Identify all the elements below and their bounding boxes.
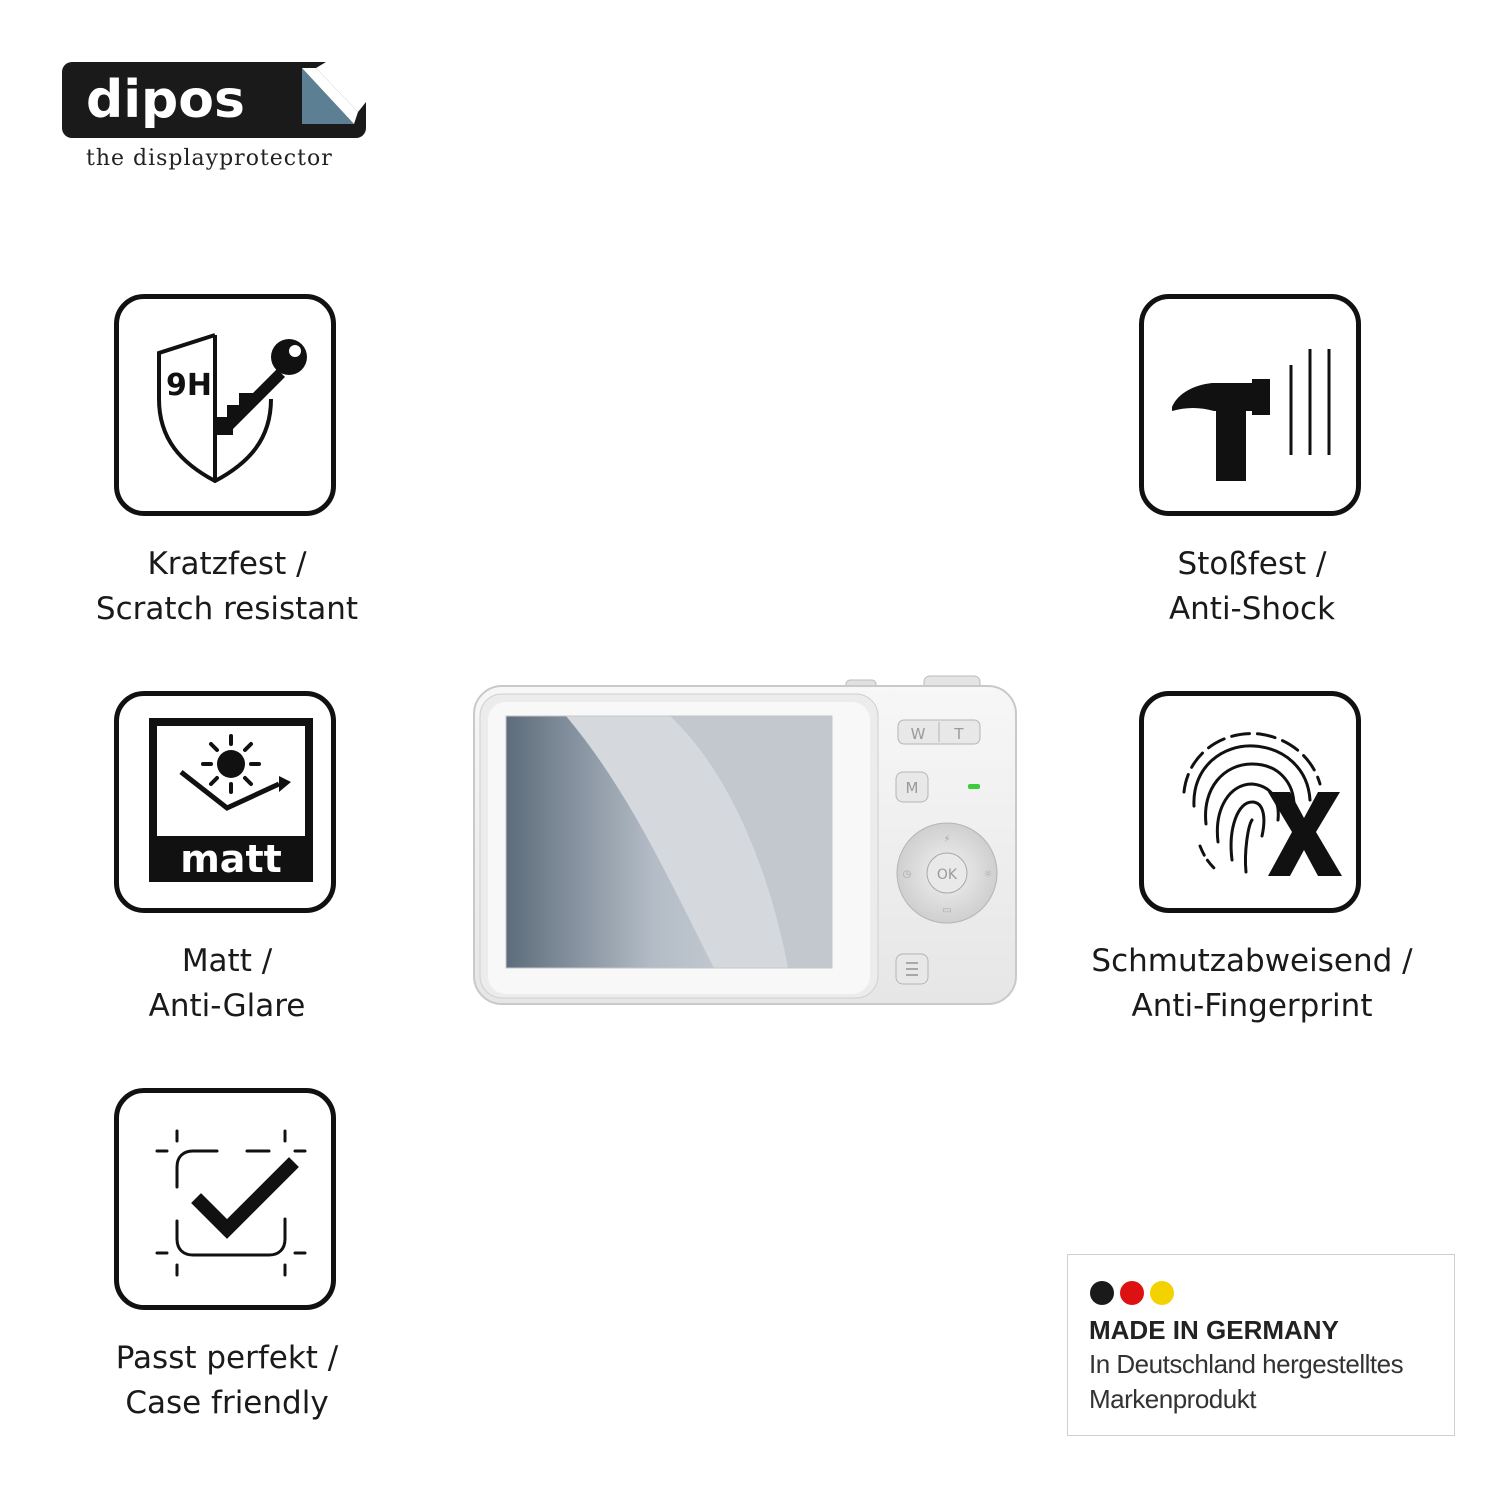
mode-button-label: M <box>906 779 919 797</box>
shield-9h-text: 9H <box>166 368 212 403</box>
svg-text:▭: ▭ <box>942 905 951 916</box>
anti-shock-tile <box>1139 294 1361 516</box>
scratch-resistant-label: Kratzfest / Scratch resistant <box>17 542 437 632</box>
badge-line-1: In Deutschland hergestelltes <box>1089 1349 1404 1379</box>
svg-text:◷: ◷ <box>903 869 912 880</box>
ok-button-label: OK <box>937 867 958 883</box>
badge-line-2: Markenprodukt <box>1089 1384 1256 1414</box>
shield-9h-key-icon: 9H <box>157 333 307 484</box>
made-in-germany-badge: MADE IN GERMANY In Deutschland hergestel… <box>1067 1254 1455 1436</box>
fingerprint-x-icon <box>1182 732 1342 876</box>
feature-label-de: Kratzfest / <box>147 546 307 582</box>
case-friendly-label: Passt perfekt / Case friendly <box>17 1336 437 1426</box>
flag-dot-red <box>1120 1281 1144 1305</box>
logo-box: dipos <box>62 62 366 138</box>
badge-title: MADE IN GERMANY <box>1089 1315 1339 1345</box>
feature-label-de: Passt perfekt / <box>115 1340 339 1376</box>
feature-label-en: Anti-Shock <box>1168 591 1336 627</box>
feature-label-en: Anti-Glare <box>148 988 306 1024</box>
anti-glare-label: Matt / Anti-Glare <box>17 939 437 1029</box>
brand-logo: dipos the displayprotector <box>62 62 368 171</box>
check-frame-icon <box>155 1129 307 1277</box>
feature-label-en: Scratch resistant <box>95 591 359 627</box>
case-friendly-tile <box>114 1088 336 1310</box>
feature-label-de: Matt / <box>181 943 273 979</box>
sun-matt-icon: matt <box>149 718 313 882</box>
status-led <box>968 784 980 789</box>
hammer-impact-icon <box>1172 349 1331 481</box>
logo-wordmark: dipos <box>86 70 245 130</box>
svg-text:☼: ☼ <box>984 869 993 880</box>
zoom-t-label: T <box>953 725 964 743</box>
anti-fingerprint-tile <box>1139 691 1361 913</box>
zoom-w-label: W <box>911 725 926 743</box>
feature-label-de: Schmutzabweisend / <box>1091 943 1413 979</box>
feature-label-en: Case friendly <box>125 1385 329 1421</box>
scratch-resistant-tile: 9H <box>114 294 336 516</box>
svg-text:⚡: ⚡ <box>943 834 950 845</box>
anti-glare-tile: matt <box>114 691 336 913</box>
camera-image: W T M OK ⚡ ▭ ◷ ☼ <box>473 675 1017 1005</box>
feature-label-de: Stoßfest / <box>1177 546 1327 582</box>
peel-corner-icon <box>302 62 366 124</box>
feature-label-en: Anti-Fingerprint <box>1131 988 1373 1024</box>
anti-shock-label: Stoßfest / Anti-Shock <box>1042 542 1462 632</box>
anti-fingerprint-label: Schmutzabweisend / Anti-Fingerprint <box>1042 939 1462 1029</box>
flag-dot-black <box>1090 1281 1114 1305</box>
matt-text: matt <box>180 837 282 881</box>
logo-tagline: the displayprotector <box>86 146 333 171</box>
flag-dot-gold <box>1150 1281 1174 1305</box>
